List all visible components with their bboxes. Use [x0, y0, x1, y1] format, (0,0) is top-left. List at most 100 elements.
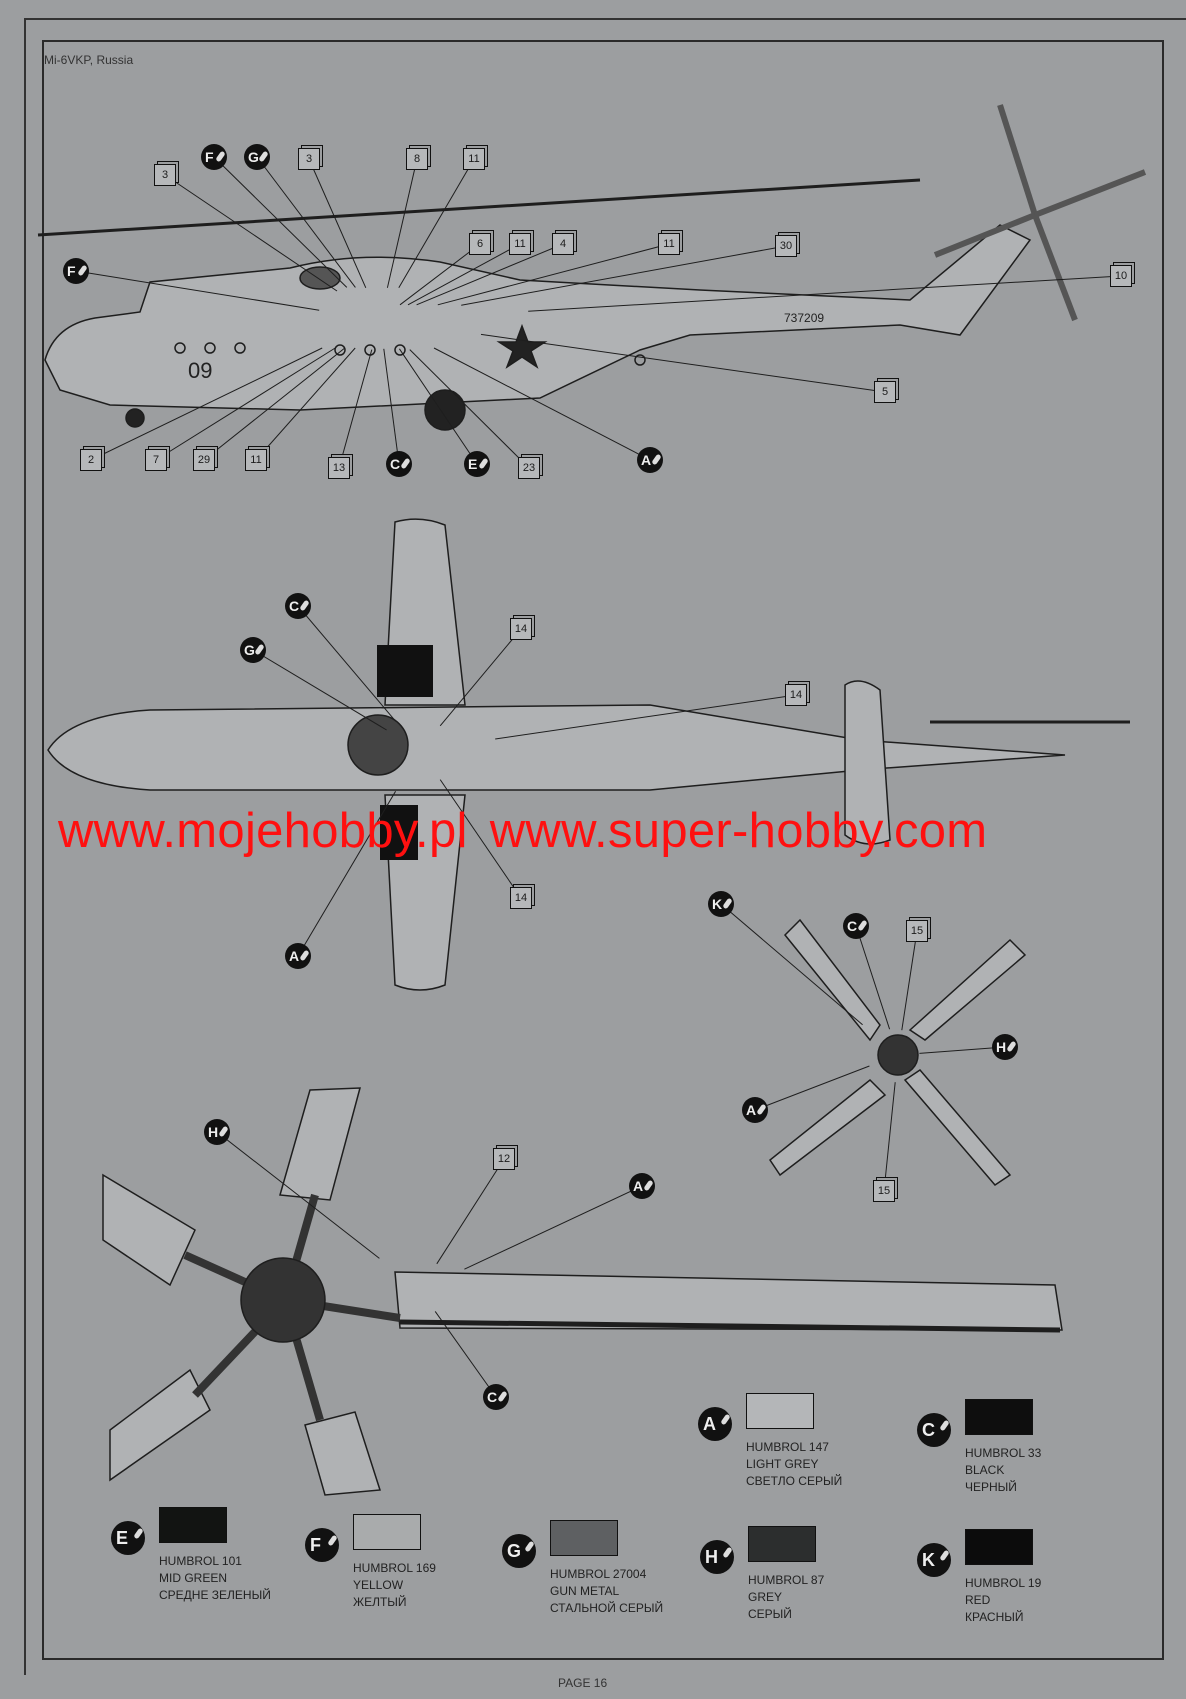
leader-line: [252, 649, 387, 731]
paint-label: HUMBROL 87 GREY СЕРЫЙ: [748, 1572, 824, 1623]
page-border: [42, 40, 1164, 1660]
paint-callout: A: [637, 447, 663, 473]
leader-line: [528, 275, 1122, 312]
leader-line: [720, 903, 863, 1026]
leader-line: [399, 243, 481, 306]
page-outer-border: [24, 18, 1186, 1675]
paint-brand: HUMBROL 33: [965, 1446, 1042, 1460]
paint-callout: G: [240, 637, 266, 663]
leader-line: [754, 1065, 870, 1111]
paint-code-badge: C: [917, 1413, 951, 1447]
nose-wheel: [125, 408, 145, 428]
leader-line: [433, 347, 651, 461]
leader-line: [164, 174, 338, 292]
paint-name-ru: СВЕТЛО СЕРЫЙ: [746, 1474, 843, 1488]
part-callout: 14: [510, 618, 532, 640]
watermark-left: www.mojehobby.pl: [58, 804, 468, 858]
paint-callout: C: [843, 913, 869, 939]
tail-stabilizer: [844, 680, 891, 845]
paint-swatch: [746, 1393, 814, 1429]
part-callout: 11: [245, 449, 267, 471]
paint-name-ru: ЧЕРНЫЙ: [965, 1480, 1017, 1494]
paint-name-en: YELLOW: [353, 1578, 404, 1592]
paint-code-badge: F: [305, 1528, 339, 1562]
leader-line: [495, 694, 797, 740]
part-callout: 11: [463, 148, 485, 170]
leader-line: [439, 779, 522, 899]
fuselage-side: [44, 224, 1032, 411]
part-callout: 15: [873, 1180, 895, 1202]
leader-line: [383, 348, 400, 465]
paint-label: HUMBROL 19 RED КРАСНЫЙ: [965, 1575, 1041, 1626]
leader-line: [155, 347, 336, 461]
leader-line: [480, 333, 886, 393]
part-callout: 11: [658, 233, 680, 255]
paint-label: HUMBROL 33 BLACK ЧЕРНЫЙ: [965, 1445, 1041, 1496]
part-callout: 7: [145, 449, 167, 471]
leader-line: [75, 270, 320, 311]
part-callout: 12: [493, 1148, 515, 1170]
part-callout: 14: [510, 887, 532, 909]
tail-rotor-drawing: [768, 918, 1027, 1186]
paint-brand: HUMBROL 101: [159, 1554, 242, 1568]
leader-line: [407, 243, 521, 306]
paint-label: HUMBROL 147 LIGHT GREY СВЕТЛО СЕРЫЙ: [746, 1439, 842, 1490]
part-callout: 30: [775, 235, 797, 257]
paint-brand: HUMBROL 169: [353, 1561, 436, 1575]
paint-swatch: [748, 1526, 816, 1562]
leader-line: [256, 156, 356, 288]
part-callout: 14: [785, 684, 807, 706]
paint-swatch: [550, 1520, 618, 1556]
paint-callout: A: [742, 1097, 768, 1123]
part-callout: 4: [552, 233, 574, 255]
paint-code-badge: E: [111, 1521, 145, 1555]
paint-swatch: [965, 1529, 1033, 1565]
part-callout: 8: [406, 148, 428, 170]
top-view-drawing: [47, 518, 1130, 991]
leader-line: [434, 1311, 497, 1398]
main-rotor-blade: [37, 178, 921, 237]
leader-line: [409, 349, 530, 469]
paint-code-badge: H: [700, 1540, 734, 1574]
paint-callout: E: [464, 451, 490, 477]
paint-name-en: LIGHT GREY: [746, 1457, 819, 1471]
paint-name-ru: КРАСНЫЙ: [965, 1610, 1024, 1624]
fuselage-top: [47, 704, 1066, 791]
paint-callout: F: [201, 144, 227, 170]
leader-line: [901, 930, 918, 1031]
leader-line: [338, 349, 373, 469]
paint-code-badge: K: [917, 1543, 951, 1577]
tail-rotor: [933, 104, 1147, 322]
leader-line: [398, 348, 478, 465]
part-callout: 23: [518, 457, 540, 479]
leader-line: [216, 1131, 380, 1259]
paint-callout: H: [992, 1034, 1018, 1060]
paint-label: HUMBROL 101 MID GREEN СРЕДНЕ ЗЕЛЕНЫЙ: [159, 1553, 271, 1604]
leader-line: [919, 1046, 1006, 1054]
paint-brand: HUMBROL 19: [965, 1576, 1042, 1590]
part-callout: 10: [1110, 265, 1132, 287]
watermark-right: www.super-hobby.com: [489, 804, 988, 858]
paint-name-ru: СЕРЫЙ: [748, 1607, 792, 1621]
leader-line: [308, 158, 367, 289]
paint-brand: HUMBROL 147: [746, 1440, 829, 1454]
part-callout: 5: [874, 381, 896, 403]
paint-swatch: [159, 1507, 227, 1543]
paint-label: HUMBROL 169 YELLOW ЖЕЛТЫЙ: [353, 1560, 436, 1611]
paint-name-ru: СТАЛЬНОЙ СЕРЫЙ: [550, 1601, 664, 1615]
side-view-drawing: 09 737209: [37, 104, 1147, 431]
leader-line: [464, 1185, 643, 1270]
leader-line: [416, 243, 564, 306]
paint-name-en: GUN METAL: [550, 1584, 620, 1598]
paint-callout: C: [483, 1384, 509, 1410]
paint-callout: C: [386, 451, 412, 477]
paint-callout: K: [708, 891, 734, 917]
side-number: 09: [188, 358, 212, 383]
paint-name-en: BLACK: [965, 1463, 1005, 1477]
main-rotor-drawing: [102, 1087, 1063, 1496]
main-wheel: [424, 389, 466, 431]
paint-brand: HUMBROL 87: [748, 1573, 825, 1587]
leader-line: [90, 347, 323, 461]
paint-callout: G: [244, 144, 270, 170]
watermark: www.mojehobby.pl www.super-hobby.com: [58, 803, 987, 859]
